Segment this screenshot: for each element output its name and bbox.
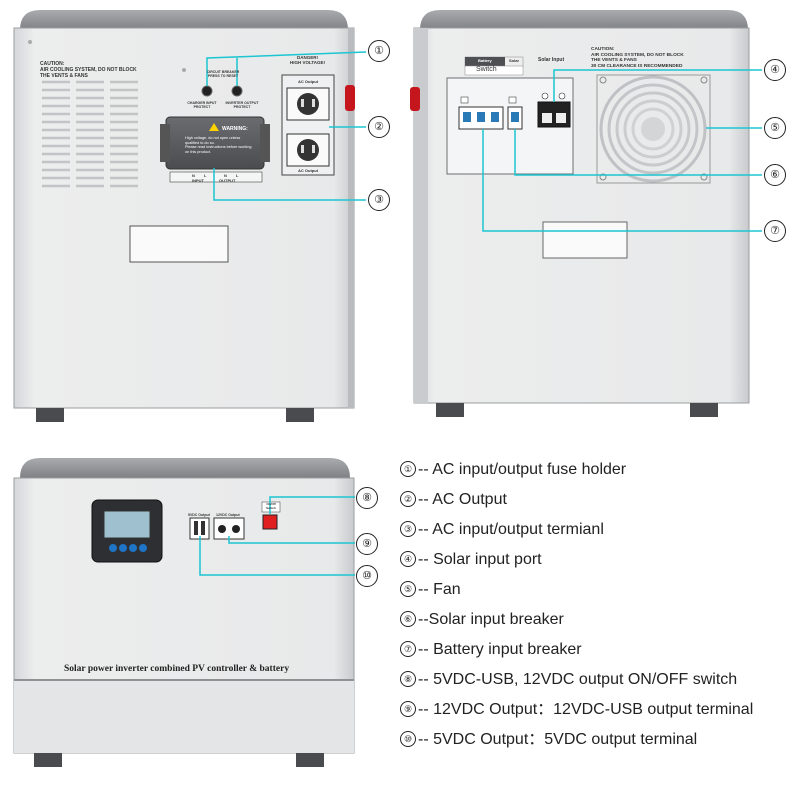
fuse-holder-right [231, 85, 243, 97]
legend-item: ⑧-- 5VDC-USB, 12VDC output ON/OFF switch [400, 665, 800, 695]
legend-mark: ③ [400, 521, 416, 537]
switch-label: Switch [476, 66, 497, 73]
front-caution-text: CAUTION: AIR COOLING SYSTEM, DO NOT BLOC… [40, 61, 137, 79]
legend-text: -- AC Output [418, 491, 507, 508]
terminal-l2: L [236, 173, 239, 178]
lower-unit [13, 458, 355, 767]
charger-input-label: CHARGER INPUT PROTECT [187, 101, 217, 109]
legend-text: -- Battery input breaker [418, 641, 582, 658]
legend-mark: ⑨ [400, 701, 416, 717]
fuse-holder-left [201, 85, 213, 97]
legend-text: -- 5VDC Output：5VDC output terminal [418, 731, 698, 748]
terminal-n1: N [192, 173, 195, 178]
legend-item: ④-- Solar input port [400, 545, 800, 575]
usb-port-2 [201, 521, 205, 535]
battery-label: Battery [478, 58, 492, 63]
callout-6: ⑥ [764, 164, 786, 186]
legend-text: -- Solar input port [418, 551, 542, 568]
legend-text: -- Fan [418, 581, 461, 598]
ac-output-top-label: AC Output [298, 79, 318, 84]
solar-small-label: Solar [509, 58, 520, 63]
legend-mark: ⑩ [400, 731, 416, 747]
callout-3: ③ [368, 189, 390, 211]
callout-2: ② [368, 116, 390, 138]
switch-caption: On/Off Switch [266, 502, 276, 510]
terminal-l1: L [204, 173, 207, 178]
legend-item: ①-- AC input/output fuse holder [400, 455, 800, 485]
danger-label: DANGER! HIGH VOLTAGE! [289, 55, 326, 65]
legend-text: -- AC input/output termianl [418, 521, 604, 538]
legend-item: ⑥--Solar input breaker [400, 605, 800, 635]
dc-socket-2 [232, 525, 240, 533]
terminal-n2: N [224, 173, 227, 178]
legend-item: ②-- AC Output [400, 485, 800, 515]
legend-mark: ⑥ [400, 611, 416, 627]
side-handle [345, 85, 355, 111]
usb-output-label: 5VDC Output [188, 513, 210, 517]
warning-text: High voltage, do not open unless qualifi… [185, 136, 252, 154]
legend-text: -- 5VDC-USB, 12VDC output ON/OFF switch [418, 671, 738, 688]
terminal-input-label: INPUT [192, 178, 204, 183]
callout-9: ⑨ [356, 533, 378, 555]
callout-7: ⑦ [764, 220, 786, 242]
side-handle-back [410, 87, 420, 111]
inverter-output-label: INVERTER OUTPUT PROTECT [225, 101, 259, 109]
lower-panel-title: Solar power inverter combined PV control… [64, 664, 290, 674]
legend: ①-- AC input/output fuse holder ②-- AC O… [400, 455, 800, 755]
front-window [129, 225, 229, 263]
legend-item: ⑤-- Fan [400, 575, 800, 605]
callout-4: ④ [764, 59, 786, 81]
legend-mark: ⑤ [400, 581, 416, 597]
front-unit [13, 10, 355, 422]
usb-port-1 [194, 521, 198, 535]
legend-mark: ⑦ [400, 641, 416, 657]
legend-text: -- AC input/output fuse holder [418, 461, 627, 478]
legend-mark: ⑧ [400, 671, 416, 687]
circuit-breaker-label: CIRCUIT BREAKER PRESS TO RESET [206, 70, 240, 78]
legend-item: ⑨-- 12VDC Output：12VDC-USB output termin… [400, 695, 800, 725]
back-unit [410, 10, 750, 417]
callout-10: ⑩ [356, 565, 378, 587]
legend-item: ③-- AC input/output termianl [400, 515, 800, 545]
leader-lines [199, 51, 762, 576]
terminal-output-label: OUTPUT [219, 178, 236, 183]
warning-title: WARNING: [222, 126, 248, 132]
dc-socket-1 [218, 525, 226, 533]
ac-output-bottom-label: AC Output [298, 168, 318, 173]
legend-mark: ② [400, 491, 416, 507]
dc-output-label: 12VDC Output [216, 513, 240, 517]
fan-guard [596, 74, 711, 184]
legend-item: ⑩-- 5VDC Output：5VDC output terminal [400, 725, 800, 755]
legend-item: ⑦-- Battery input breaker [400, 635, 800, 665]
back-caution-text: CAUTION: AIR COOLING SYSTEM, DO NOT BLOC… [591, 47, 684, 69]
callout-8: ⑧ [356, 487, 378, 509]
callout-5: ⑤ [764, 117, 786, 139]
legend-text: --Solar input breaker [418, 611, 564, 628]
solar-input-label: Solar Input [538, 57, 565, 63]
callout-1: ① [368, 40, 390, 62]
legend-mark: ① [400, 461, 416, 477]
legend-mark: ④ [400, 551, 416, 567]
on-off-switch [262, 514, 278, 530]
legend-text: -- 12VDC Output：12VDC-USB output termina… [418, 701, 754, 718]
